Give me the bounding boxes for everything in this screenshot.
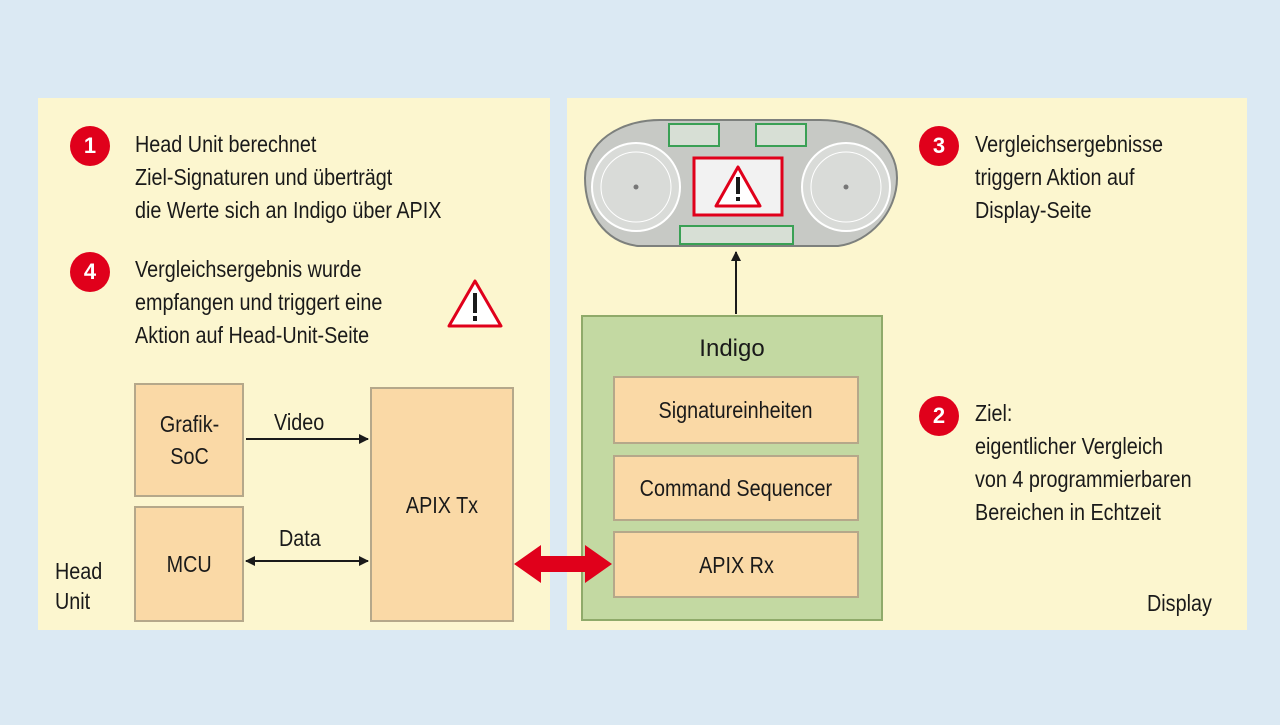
instrument-cluster-icon [585, 120, 897, 246]
apix-link-arrow [514, 545, 612, 583]
warning-icon [449, 281, 501, 326]
